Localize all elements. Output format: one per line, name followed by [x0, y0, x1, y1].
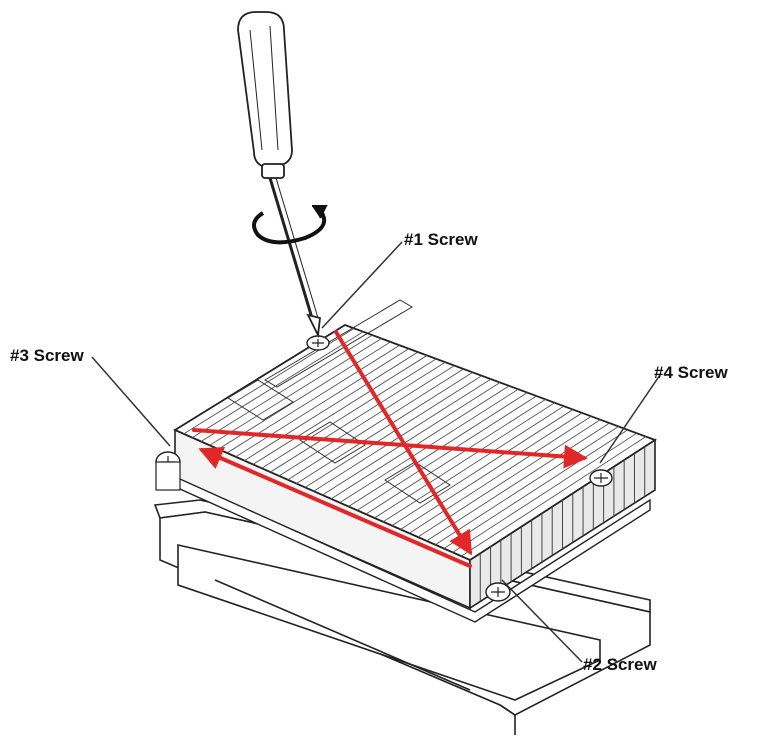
fin-line — [365, 399, 546, 515]
label-screw-3: #3 Screw — [10, 346, 84, 365]
fin-line — [348, 392, 528, 507]
heatsink — [159, 299, 657, 623]
screw-1 — [306, 335, 330, 351]
leader-screw-4 — [599, 374, 661, 464]
leader-screw-1 — [321, 241, 403, 329]
fin-line — [426, 422, 610, 542]
arrow-screw2-to-screw3 — [198, 446, 472, 568]
fin-line — [296, 371, 473, 484]
fin-line — [218, 341, 391, 450]
tightening-sequence-arrows — [192, 330, 588, 568]
fin-line — [313, 378, 492, 492]
heat-pipe-bands — [227, 299, 451, 504]
fin-line — [200, 334, 373, 442]
fin-line — [409, 415, 592, 534]
fin-line — [391, 409, 574, 526]
fin-line — [244, 351, 419, 461]
fin-line — [287, 368, 464, 481]
fin-line — [356, 395, 537, 511]
callout-leader-lines — [91, 241, 661, 663]
leader-screw-2 — [501, 579, 583, 663]
fin-line — [461, 436, 647, 557]
screw-4 — [589, 469, 613, 487]
rotation-arrow-icon — [252, 205, 328, 245]
screw-3 — [155, 451, 181, 491]
fin-line — [443, 429, 628, 549]
label-screw-4: #4 Screw — [654, 363, 728, 382]
fin-line — [374, 402, 555, 519]
fin-line — [235, 348, 410, 458]
fin-line — [278, 365, 455, 477]
fin-line — [261, 358, 437, 469]
leader-screw-3 — [91, 356, 171, 447]
arrow-screw1-to-screw2 — [334, 330, 473, 556]
fin-line — [252, 355, 428, 465]
label-screw-2: #2 Screw — [583, 655, 657, 674]
fin-line — [304, 375, 483, 488]
heatsink-top-face — [173, 324, 657, 562]
screwdriver-icon — [237, 11, 321, 339]
label-screw-1: #1 Screw — [404, 230, 478, 249]
fin-line — [330, 385, 510, 500]
fin-line — [192, 331, 364, 439]
fin-line — [382, 405, 565, 523]
arrow-screw3-to-screw4 — [192, 428, 588, 469]
fin-line — [435, 426, 619, 546]
fin-line — [322, 382, 501, 496]
screw-2 — [485, 582, 511, 602]
fin-line — [400, 412, 583, 530]
fin-line — [270, 361, 446, 473]
